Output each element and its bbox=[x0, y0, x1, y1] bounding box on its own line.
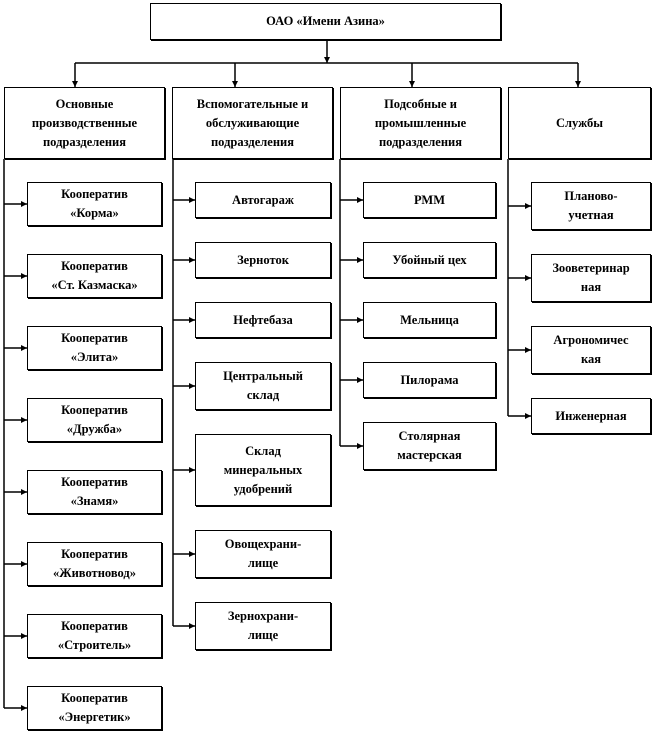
arrow-down-icon bbox=[575, 81, 581, 87]
arrow-right-icon bbox=[21, 273, 27, 279]
arrow-down-icon bbox=[324, 57, 330, 63]
unit-box: Кооператив «Знамя» bbox=[27, 470, 162, 514]
arrow-right-icon bbox=[525, 413, 531, 419]
arrow-down-icon bbox=[409, 81, 415, 87]
arrow-right-icon bbox=[21, 633, 27, 639]
unit-box: Мельница bbox=[363, 302, 496, 338]
unit-box: Овощехрани- лище bbox=[195, 530, 331, 578]
unit-box: Зооветеринар ная bbox=[531, 254, 651, 302]
unit-box: Агрономичес кая bbox=[531, 326, 651, 374]
unit-box: Кооператив «Элита» bbox=[27, 326, 162, 370]
column-header: Подсобные и промышленные подразделения bbox=[340, 87, 501, 159]
unit-box: Кооператив «Животновод» bbox=[27, 542, 162, 586]
unit-box: Планово- учетная bbox=[531, 182, 651, 230]
arrow-right-icon bbox=[21, 705, 27, 711]
unit-box: Убойный цех bbox=[363, 242, 496, 278]
arrow-right-icon bbox=[189, 257, 195, 263]
arrow-right-icon bbox=[525, 347, 531, 353]
arrow-right-icon bbox=[189, 383, 195, 389]
column-header: Основные производственные подразделения bbox=[4, 87, 165, 159]
unit-box: РММ bbox=[363, 182, 496, 218]
unit-box: Зернохрани- лище bbox=[195, 602, 331, 650]
root-box: ОАО «Имени Азина» bbox=[150, 3, 501, 40]
arrow-down-icon bbox=[232, 81, 238, 87]
unit-box: Зерноток bbox=[195, 242, 331, 278]
arrow-right-icon bbox=[21, 561, 27, 567]
arrow-right-icon bbox=[357, 257, 363, 263]
arrow-right-icon bbox=[189, 623, 195, 629]
unit-box: Склад минеральных удобрений bbox=[195, 434, 331, 506]
arrow-right-icon bbox=[189, 467, 195, 473]
unit-box: Кооператив «Корма» bbox=[27, 182, 162, 226]
column-header: Вспомогательные и обслуживающие подразде… bbox=[172, 87, 333, 159]
unit-box: Автогараж bbox=[195, 182, 331, 218]
unit-box: Столярная мастерская bbox=[363, 422, 496, 470]
arrow-right-icon bbox=[189, 197, 195, 203]
arrow-right-icon bbox=[21, 201, 27, 207]
arrow-right-icon bbox=[357, 377, 363, 383]
unit-box: Кооператив «Дружба» bbox=[27, 398, 162, 442]
unit-box: Инженерная bbox=[531, 398, 651, 434]
unit-box: Пилорама bbox=[363, 362, 496, 398]
unit-box: Кооператив «Энергетик» bbox=[27, 686, 162, 730]
arrow-right-icon bbox=[21, 489, 27, 495]
arrow-down-icon bbox=[72, 81, 78, 87]
arrow-right-icon bbox=[357, 317, 363, 323]
unit-box: Кооператив «Ст. Казмаска» bbox=[27, 254, 162, 298]
arrow-right-icon bbox=[21, 417, 27, 423]
unit-box: Нефтебаза bbox=[195, 302, 331, 338]
unit-box: Кооператив «Строитель» bbox=[27, 614, 162, 658]
arrow-right-icon bbox=[525, 275, 531, 281]
unit-box: Центральный склад bbox=[195, 362, 331, 410]
arrow-right-icon bbox=[189, 317, 195, 323]
arrow-right-icon bbox=[525, 203, 531, 209]
arrow-right-icon bbox=[21, 345, 27, 351]
column-header: Службы bbox=[508, 87, 651, 159]
arrow-right-icon bbox=[189, 551, 195, 557]
arrow-right-icon bbox=[357, 443, 363, 449]
arrow-right-icon bbox=[357, 197, 363, 203]
